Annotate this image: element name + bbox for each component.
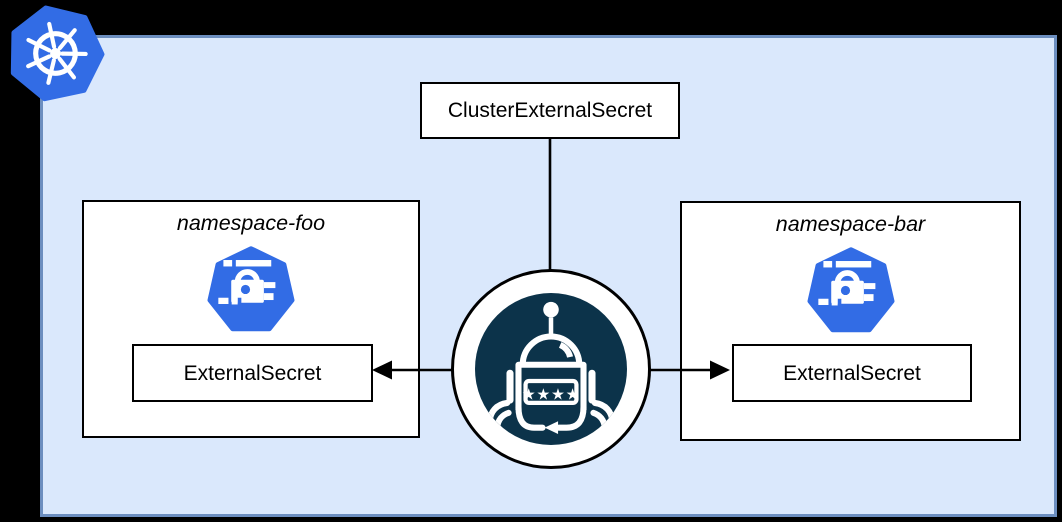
namespace-bar-title: namespace-bar <box>775 212 926 236</box>
padlock-redacted-glyph <box>218 260 276 305</box>
operator-logo-background: ★★★★ <box>475 293 627 445</box>
password-stars: ★★★★ <box>522 386 581 403</box>
namespace-foo-title: namespace-foo <box>176 211 326 235</box>
node-external-secret-foo: ExternalSecret <box>132 344 373 402</box>
node-external-secret-bar: ExternalSecret <box>732 344 972 402</box>
external-secret-foo-label: ExternalSecret <box>183 361 322 385</box>
padlock-redacted-glyph <box>817 261 875 306</box>
sync-arrowhead <box>544 421 559 435</box>
external-secret-bar-label: ExternalSecret <box>783 361 921 385</box>
cluster-external-secret-label: ClusterExternalSecret <box>447 99 653 122</box>
namespace-foo-box: namespace-foo ExternalSecret <box>82 200 420 438</box>
robot-icon: ★★★★ <box>486 301 616 435</box>
kubernetes-logo-icon <box>10 5 105 102</box>
external-secret-crd-icon <box>207 246 295 332</box>
external-secret-crd-icon <box>806 247 895 333</box>
namespace-bar-box: namespace-bar ExternalSecret <box>680 201 1021 441</box>
node-cluster-external-secret: ClusterExternalSecret <box>420 82 680 139</box>
operator-circle: ★★★★ <box>451 269 651 469</box>
